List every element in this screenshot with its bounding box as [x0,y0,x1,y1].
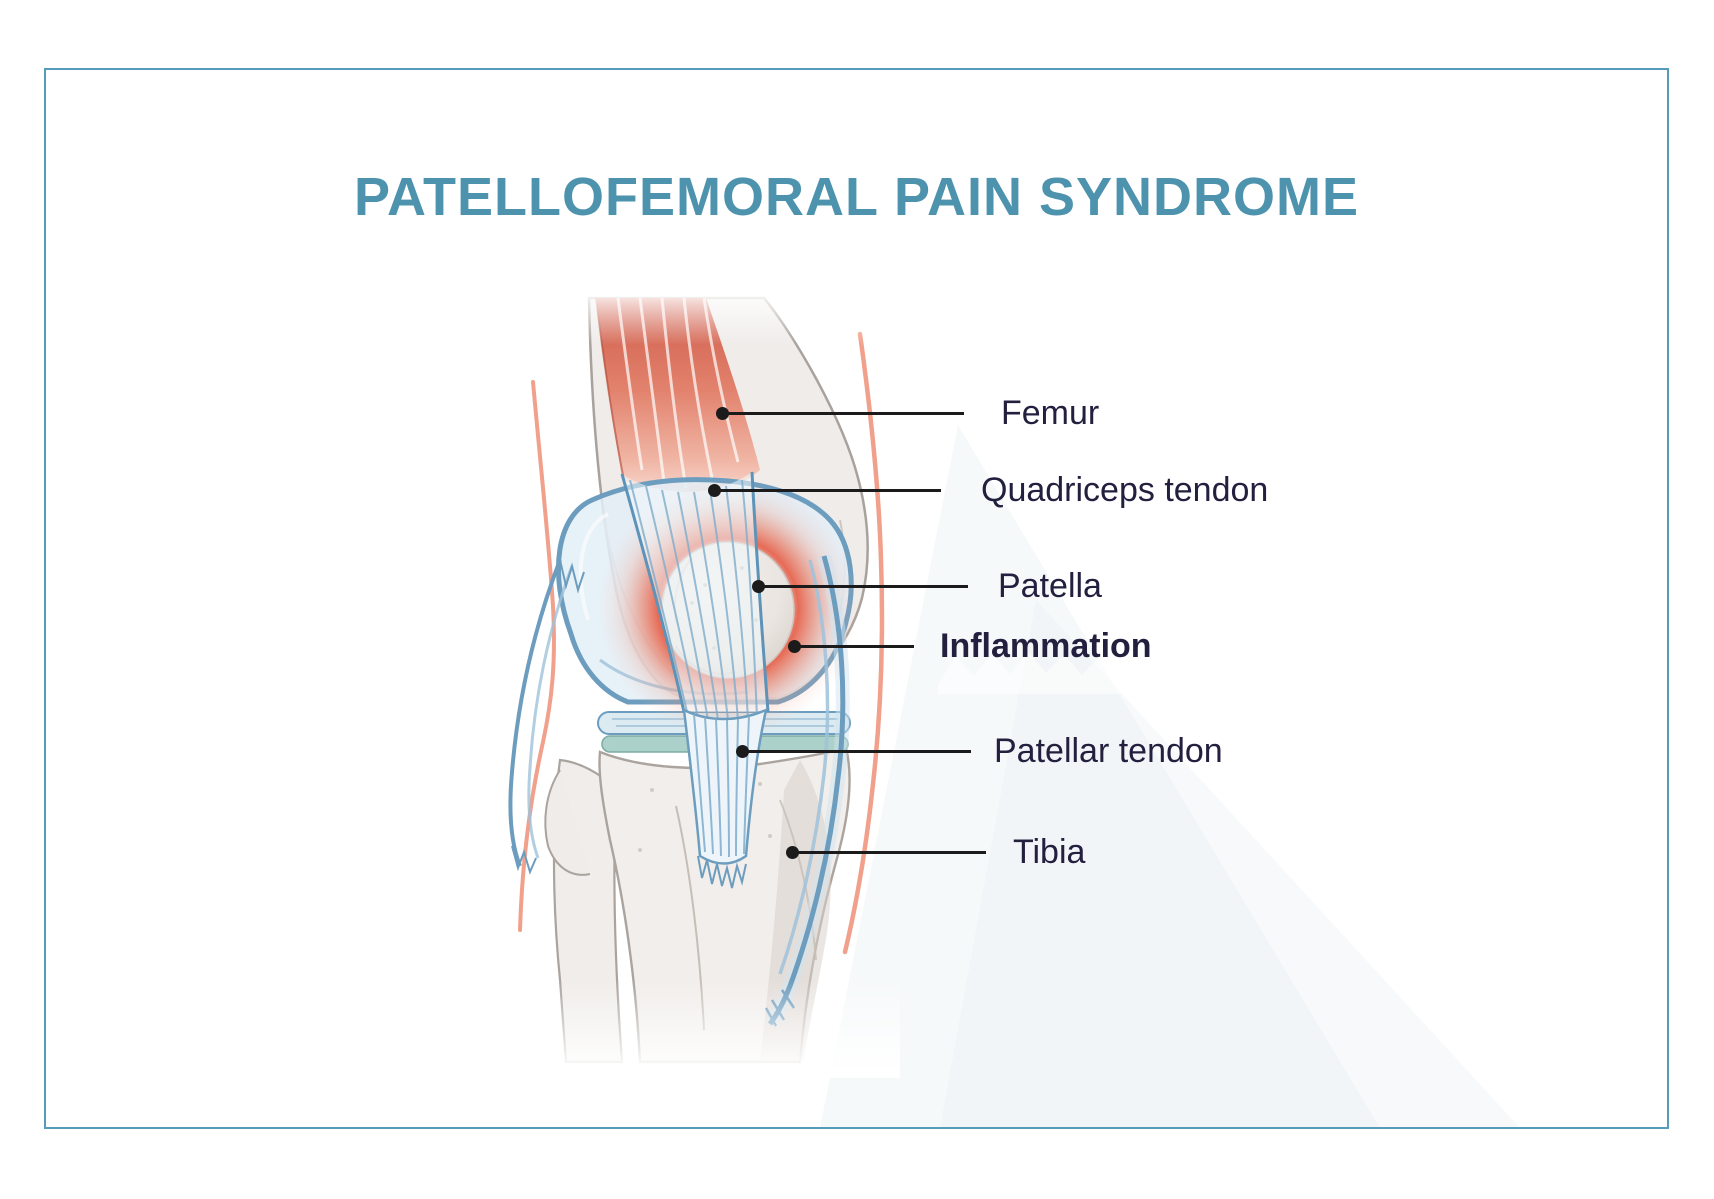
leader-dot [752,579,765,593]
callout-femur: Femur [716,391,1099,435]
label-patella: Patella [998,567,1102,605]
leader-line [718,488,941,492]
callout-patella: Patella [752,564,1102,608]
callout-inflammation: Inflammation [788,624,1152,668]
quadriceps-tendon-fibers [620,471,770,721]
label-patellar-tendon: Patellar tendon [994,732,1223,770]
leader-dot [736,744,749,758]
callout-quadriceps-tendon: Quadriceps tendon [708,468,1268,512]
skin-outline [518,331,885,955]
leader-dot [788,639,801,653]
leader-line [796,850,986,854]
leader-dot [716,406,729,420]
leader-line [798,644,914,648]
label-quadriceps-tendon: Quadriceps tendon [981,471,1269,509]
page-title: PATELLOFEMORAL PAIN SYNDROME [353,167,1359,227]
leader-line [746,749,971,753]
label-femur: Femur [1001,394,1100,432]
callout-tibia: Tibia [786,830,1085,874]
callout-patellar-tendon: Patellar tendon [736,729,1223,773]
label-inflammation: Inflammation [940,627,1152,665]
leader-line [726,411,964,415]
leader-line [762,584,968,588]
knee-illustration [420,280,900,1078]
leader-dot [708,483,721,497]
leader-dot [786,845,799,859]
frame-border [44,68,1669,1129]
label-tibia: Tibia [1013,833,1086,871]
